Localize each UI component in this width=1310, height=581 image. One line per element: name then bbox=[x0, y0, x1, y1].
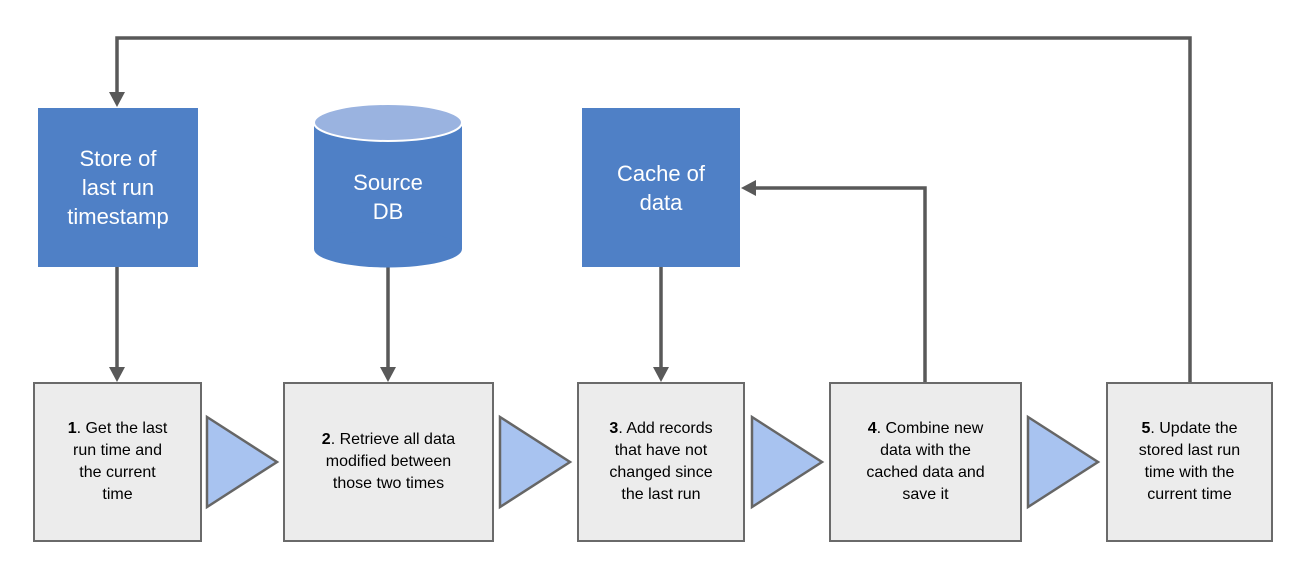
cache-label: Cache of data bbox=[616, 160, 706, 215]
source-db-label: Source DB bbox=[353, 169, 423, 224]
step-box-5: 5. Update the stored last run time with … bbox=[1106, 382, 1273, 542]
step-4-text: 4. Combine new data with the cached data… bbox=[866, 420, 985, 503]
arrow-cache-to-step3 bbox=[653, 267, 669, 382]
source-db-shape: Source DB bbox=[313, 103, 463, 268]
step-5-number: 5 bbox=[1141, 420, 1151, 437]
step-1-number: 1 bbox=[67, 420, 77, 437]
step-box-1: 1. Get the last run time and the current… bbox=[33, 382, 202, 542]
step-4-number: 4 bbox=[867, 420, 877, 437]
step-box-4: 4. Combine new data with the cached data… bbox=[829, 382, 1022, 542]
store-label: Store of last run timestamp bbox=[67, 146, 169, 229]
flow-triangle-step2-step3 bbox=[498, 414, 573, 510]
step-3-text: 3. Add records that have not changed sin… bbox=[609, 420, 713, 503]
flow-triangle-step4-step5 bbox=[1026, 414, 1101, 510]
arrow-sourcedb-to-step2 bbox=[380, 260, 396, 382]
arrow-store-to-step1 bbox=[109, 267, 125, 382]
step-2-number: 2 bbox=[321, 431, 331, 448]
flow-triangle-step3-step4 bbox=[750, 414, 825, 510]
step-box-2: 2. Retrieve all data modified between th… bbox=[283, 382, 494, 542]
arrow-step4-to-cache bbox=[741, 180, 927, 382]
step-1-text: 1. Get the last run time and the current… bbox=[67, 420, 168, 503]
step-3-number: 3 bbox=[609, 420, 619, 437]
step-5-text: 5. Update the stored last run time with … bbox=[1138, 420, 1241, 503]
flow-triangle-step1-step2 bbox=[205, 414, 280, 510]
cache-of-data-shape: Cache of data bbox=[582, 108, 740, 267]
step-2-text: 2. Retrieve all data modified between th… bbox=[321, 431, 456, 492]
database-cylinder-icon bbox=[313, 103, 463, 268]
step-box-3: 3. Add records that have not changed sin… bbox=[577, 382, 745, 542]
store-of-last-run-timestamp-shape: Store of last run timestamp bbox=[38, 108, 198, 267]
arrow-step5-to-store-feedback bbox=[109, 36, 1192, 382]
